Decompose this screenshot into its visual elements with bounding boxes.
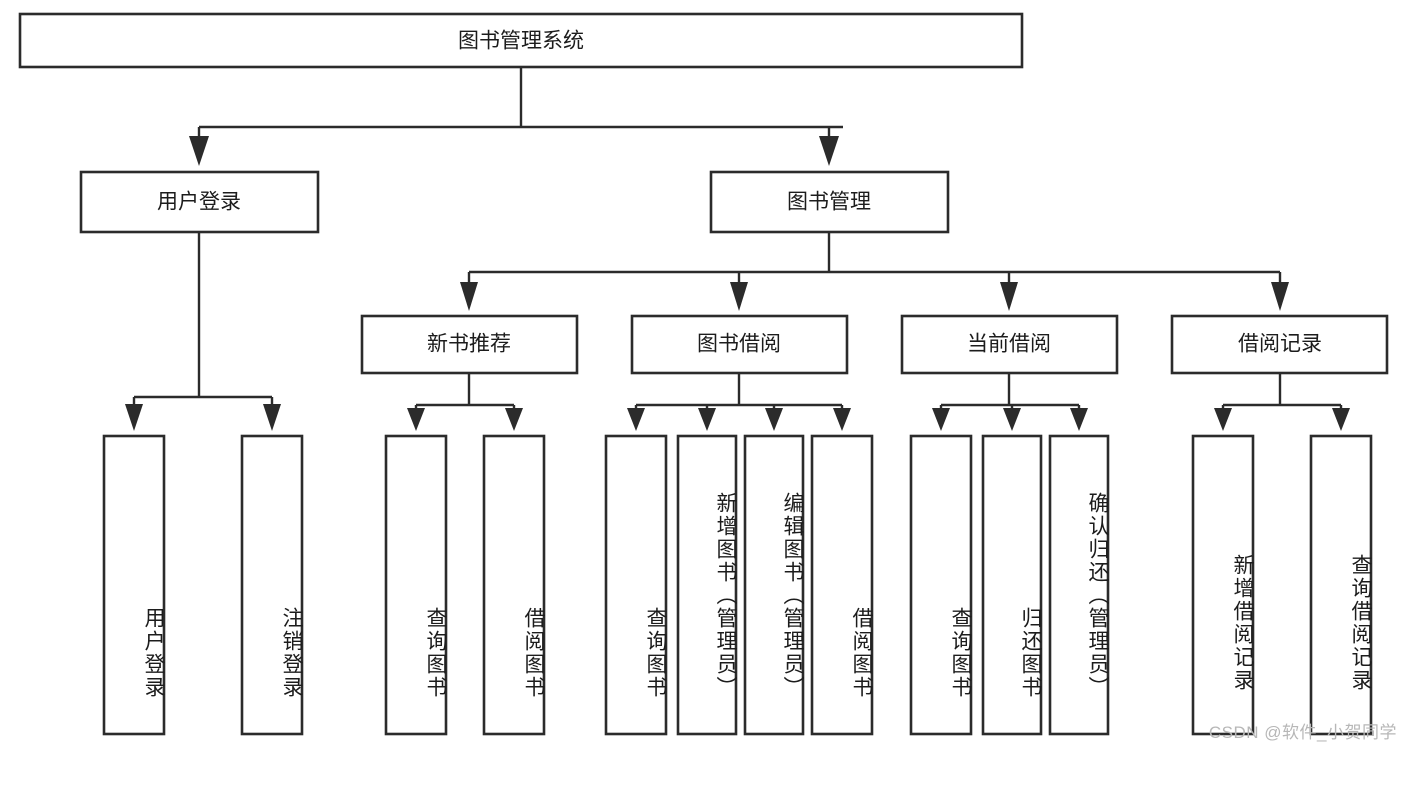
node-box-user-login[interactable] [79,170,320,234]
connector-borrow-record-trunk [1221,373,1343,410]
arrow-to-leaf-edit-book [765,408,783,431]
arrow-to-leaf-confirm-return [1070,408,1088,431]
node-box-book-borrow[interactable] [630,314,849,375]
node-label-book-manage: 图书管理 [787,191,871,214]
arrow-to-leaf-user-login [125,404,143,431]
node-box-leaf-query-book-1[interactable] [384,434,448,736]
node-box-leaf-query-book-2[interactable] [604,434,668,736]
node-box-leaf-query-record[interactable] [1309,434,1373,736]
node-box-current-borrow[interactable] [900,314,1119,375]
node-box-leaf-query-book-3[interactable] [909,434,973,736]
arrow-to-leaf-user-logout [263,404,281,431]
connector-root-trunk [197,67,843,140]
csdn-watermark: CSDN @软件_小贺同学 [1208,723,1397,742]
arrow-to-leaf-borrow-book-2 [833,408,851,431]
connector-user-login-trunk [132,232,274,406]
org-chart-diagram: 图书管理系统 用户登录 图书管理 新书推荐 图书借阅 当前借阅 借阅记录 [18,12,1397,742]
arrow-to-borrow-record [1271,282,1289,311]
node-label-book-borrow: 图书借阅 [697,333,781,356]
connector-current-borrow-trunk [939,373,1081,410]
connector-book-borrow-trunk [634,373,844,410]
connector-book-manage-trunk [467,232,1282,284]
node-box-leaf-user-logout[interactable] [240,434,304,736]
arrow-to-leaf-query-book-3 [932,408,950,431]
arrow-to-user-login [189,136,209,166]
connector-layer [125,67,1350,431]
node-box-leaf-borrow-book-1[interactable] [482,434,546,736]
node-box-leaf-return-book[interactable] [981,434,1043,736]
node-box-leaf-confirm-return[interactable] [1048,434,1110,736]
connector-new-book-rec-trunk [414,373,516,410]
arrow-to-leaf-query-book-2 [627,408,645,431]
node-box-leaf-borrow-book-2[interactable] [810,434,874,736]
arrow-to-book-borrow [730,282,748,311]
node-box-book-manage[interactable] [709,170,950,234]
node-box-root[interactable] [18,12,1024,69]
arrow-to-leaf-add-record [1214,408,1232,431]
arrow-to-leaf-query-record [1332,408,1350,431]
node-layer: 图书管理系统 用户登录 图书管理 新书推荐 图书借阅 当前借阅 借阅记录 [18,12,1389,736]
diagram-canvas: 图书管理系统 用户登录 图书管理 新书推荐 图书借阅 当前借阅 借阅记录 [18,12,1389,736]
node-box-leaf-edit-book[interactable] [743,434,805,736]
node-box-leaf-add-book[interactable] [676,434,738,736]
node-box-borrow-record[interactable] [1170,314,1389,375]
node-box-new-book-rec[interactable] [360,314,579,375]
node-label-current-borrow: 当前借阅 [967,333,1051,356]
arrow-to-leaf-add-book [698,408,716,431]
arrow-to-book-manage [819,136,839,166]
arrow-to-new-book-rec [460,282,478,311]
node-box-leaf-add-record[interactable] [1191,434,1255,736]
node-label-new-book-rec: 新书推荐 [427,333,511,356]
arrow-to-leaf-borrow-book-1 [505,408,523,431]
node-box-leaf-user-login[interactable] [102,434,166,736]
node-label-borrow-record: 借阅记录 [1238,333,1322,356]
node-label-root: 图书管理系统 [458,30,584,53]
node-label-user-login: 用户登录 [157,191,241,214]
arrow-to-leaf-query-book-1 [407,408,425,431]
arrow-to-current-borrow [1000,282,1018,311]
arrow-to-leaf-return-book [1003,408,1021,431]
